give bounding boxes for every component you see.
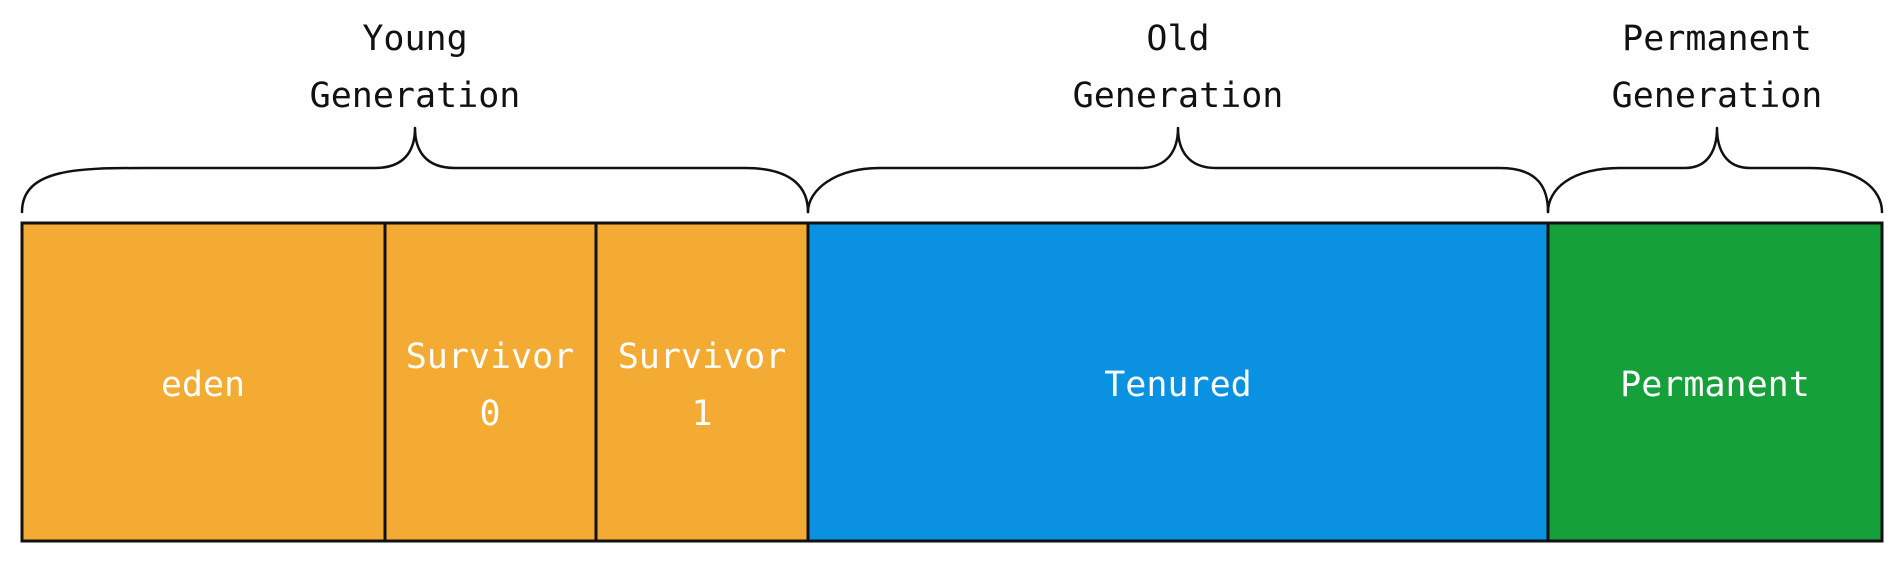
segment-eden-label: eden [161,365,245,405]
group-label-permanent-line-1: Permanent [1622,19,1812,59]
segment-survivor-1: Survivor 1 [594,221,810,543]
segment-permanent-label: Permanent [1620,365,1810,405]
segment-survivor-1-label-line-1: Survivor [618,337,787,377]
segment-survivor-0-label-line-2: 0 [479,394,500,434]
segment-tenured: Tenured [806,221,1550,543]
group-label-permanent-line-2: Generation [1612,76,1823,116]
segment-permanent-box [1546,221,1884,543]
segment-eden-box [20,221,387,543]
segment-survivor-0-box [383,221,598,543]
segment-survivor-1-label-line-2: 1 [691,394,712,434]
segment-survivor-1-box [594,221,810,543]
brace-young [20,126,810,214]
segment-permanent: Permanent [1546,221,1884,543]
segment-tenured-label: Tenured [1104,365,1252,405]
group-label-young-line-1: Young [362,19,467,59]
group-label-permanent: Permanent Generation [1612,19,1823,116]
group-label-young: Young Generation [310,19,521,116]
group-label-old: Old Generation [1073,19,1284,116]
segment-tenured-box [806,221,1550,543]
segment-eden: eden [20,221,387,543]
group-label-old-line-1: Old [1146,19,1209,59]
segment-survivor-0-label-line-1: Survivor [406,337,575,377]
group-label-young-line-2: Generation [310,76,521,116]
brace-permanent [1546,126,1884,214]
brace-old [806,126,1550,214]
group-label-old-line-2: Generation [1073,76,1284,116]
segment-survivor-0: Survivor 0 [383,221,598,543]
